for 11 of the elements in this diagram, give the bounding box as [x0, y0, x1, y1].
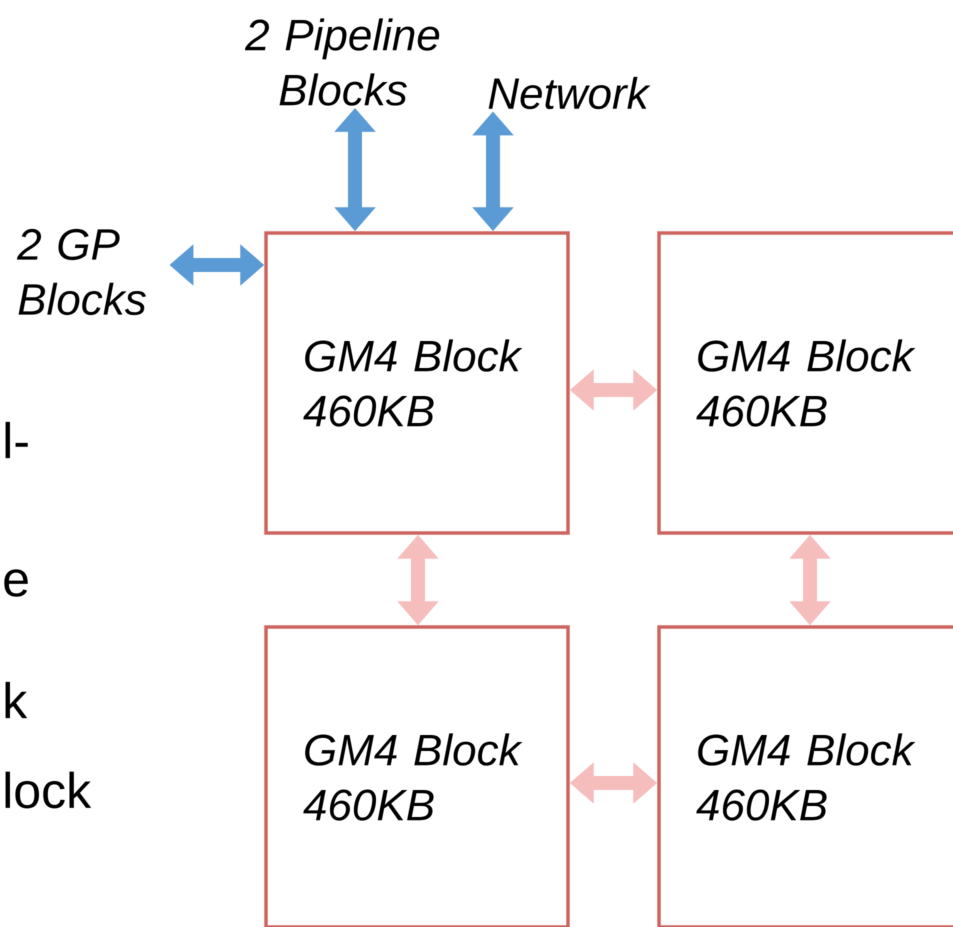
memory-block-box: GM4 Block 460KB [264, 231, 570, 535]
memory-block-box: GM4 Block 460KB [264, 625, 570, 927]
text-fragment: lock [6, 772, 92, 808]
text-fragment: e [4, 569, 28, 597]
memory-block-box: GM4 Block 460KB [657, 231, 953, 535]
port-label: 2 Pipeline Blocks [244, 18, 440, 106]
text-fragment: k [6, 682, 28, 718]
port-label: 2 GP Blocks [16, 228, 146, 316]
port-label: Network [488, 76, 650, 110]
text-fragment: l- [6, 422, 28, 458]
memory-block-box: GM4 Block 460KB [657, 625, 953, 927]
